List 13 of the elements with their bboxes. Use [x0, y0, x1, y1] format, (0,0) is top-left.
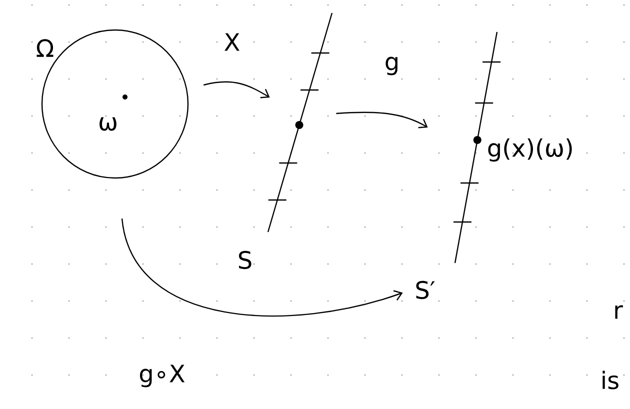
set-label: Ω [36, 39, 54, 57]
arrow [336, 112, 428, 128]
note-text: r [615, 305, 623, 319]
note-text: is [602, 370, 618, 390]
line-label: S [238, 250, 252, 270]
value-label: g(x)(ω) [488, 138, 572, 162]
arrow [121, 218, 403, 316]
line-label: S′ [416, 280, 435, 300]
arrow [203, 81, 270, 98]
edge-label: X [224, 33, 240, 51]
point-label: ω [100, 117, 116, 131]
edge-label: g∘X [140, 364, 185, 388]
edge-label: g [386, 56, 398, 76]
